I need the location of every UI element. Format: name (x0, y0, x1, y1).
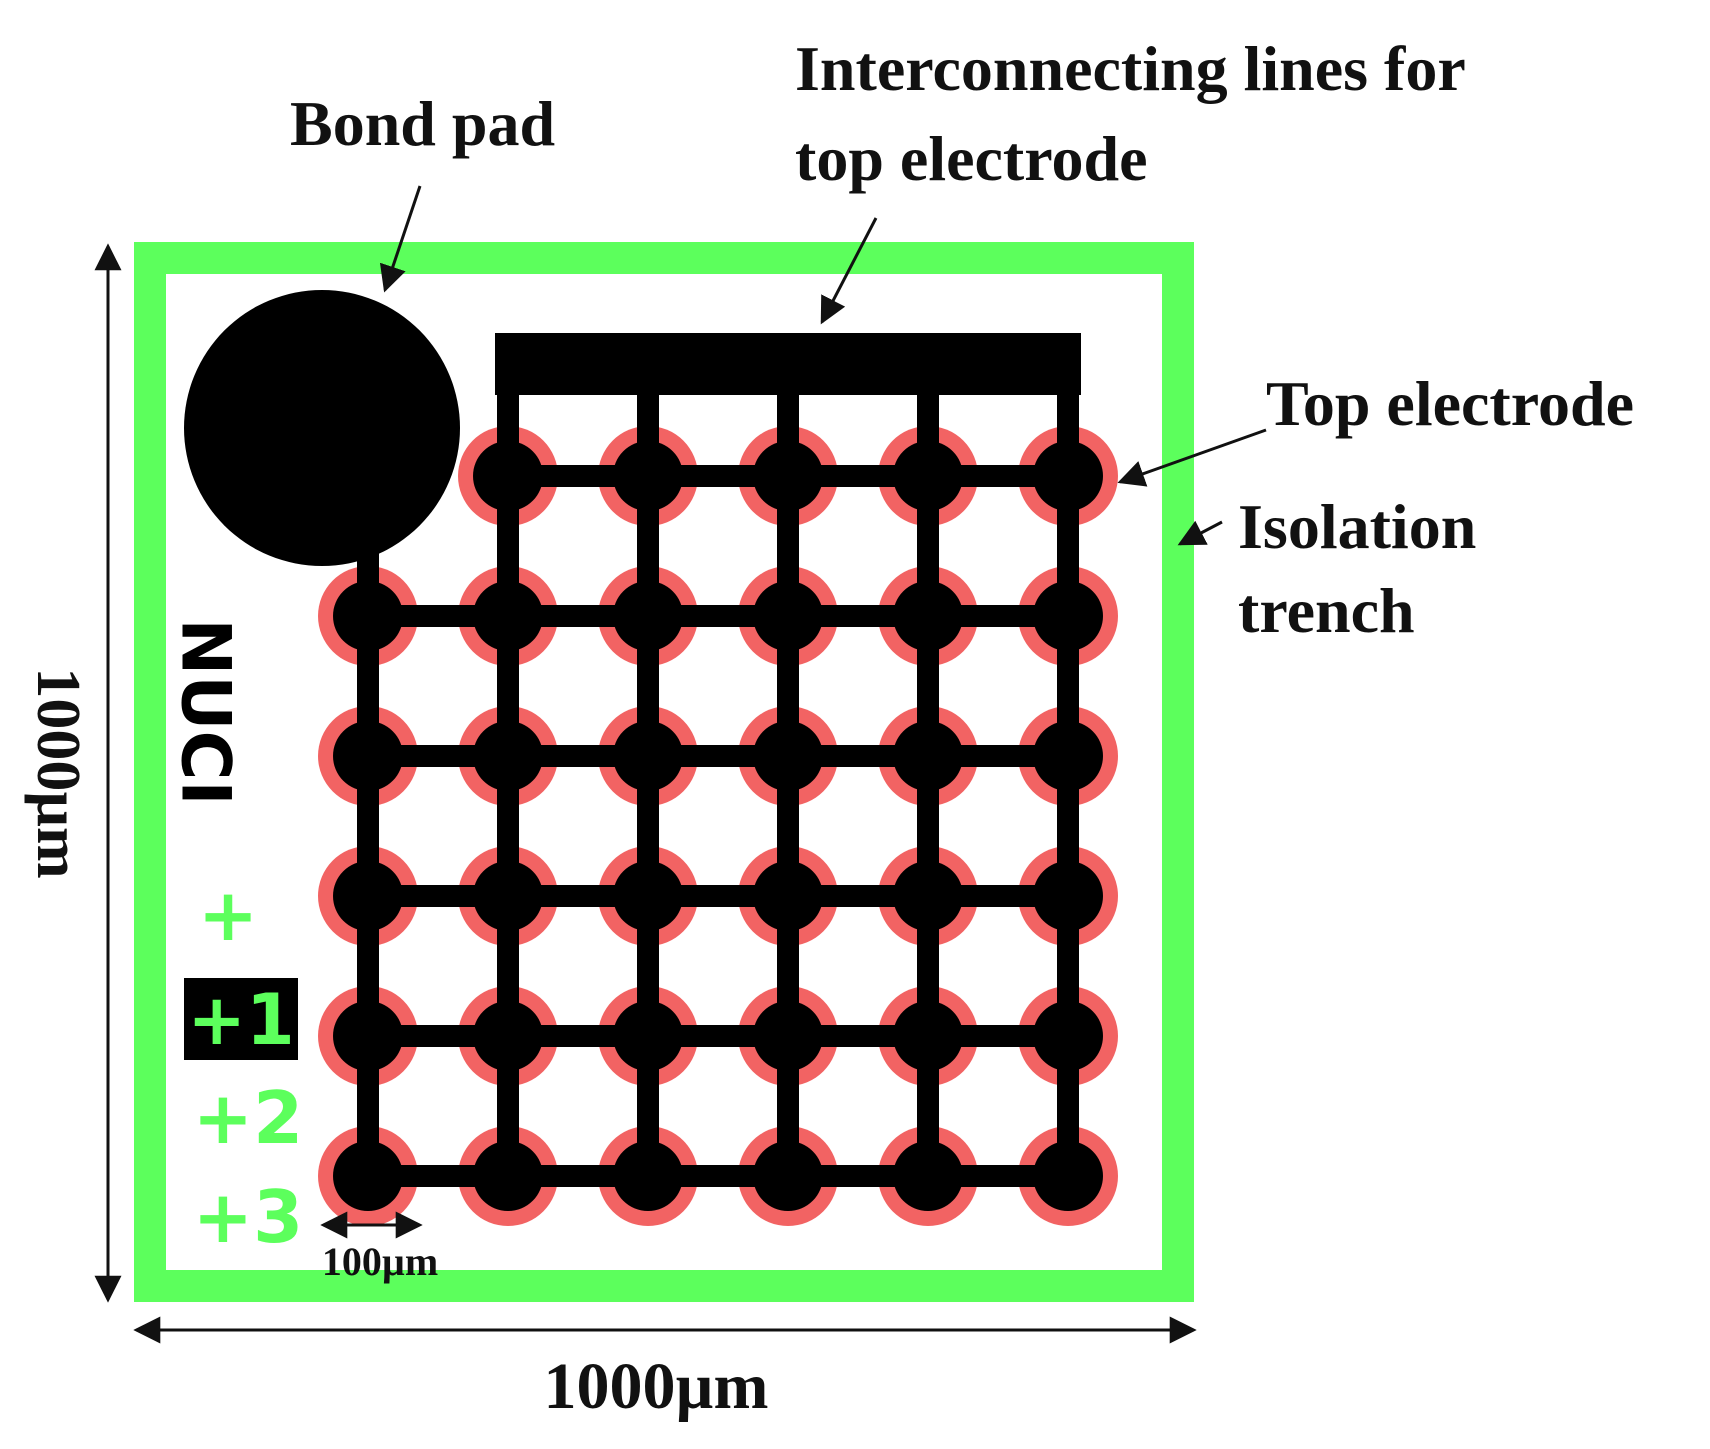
interconnect-pointer (820, 217, 878, 325)
top-electrode (893, 581, 963, 651)
top-electrode (473, 1001, 543, 1071)
top-electrode (753, 1141, 823, 1211)
isolation-trench-label-line2: trench (1238, 575, 1415, 646)
top-electrode (1033, 721, 1103, 791)
bond-pad-pointer (379, 185, 422, 293)
top-electrode (333, 1141, 403, 1211)
top-electrode (753, 861, 823, 931)
electrode-rings (318, 426, 1118, 1226)
pitch-dimension-label: 100µm (322, 1239, 438, 1284)
top-electrode (613, 861, 683, 931)
die-id-label: NUCI (166, 618, 245, 805)
bond-pad-label: Bond pad (290, 88, 555, 159)
top-electrode (753, 1001, 823, 1071)
top-electrode (473, 441, 543, 511)
top-electrode (1033, 861, 1103, 931)
interconnect-bus-bar (495, 333, 1081, 395)
top-electrode (1033, 581, 1103, 651)
top-electrode (1033, 1001, 1103, 1071)
top-electrode (333, 1001, 403, 1071)
top-electrode (333, 581, 403, 651)
top-electrode-pointer (1117, 428, 1267, 487)
interconnect-line-horizontal (368, 745, 1068, 767)
top-electrode (893, 441, 963, 511)
top-electrode (1033, 1141, 1103, 1211)
width-dimension-label: 1000µm (543, 1350, 768, 1423)
top-electrode (473, 1141, 543, 1211)
interconnect-label-line2: top electrode (795, 123, 1147, 194)
top-electrode (333, 721, 403, 791)
top-electrode (753, 721, 823, 791)
height-dimension-label: 1000µm (24, 667, 92, 878)
top-electrode (893, 721, 963, 791)
top-electrode (333, 861, 403, 931)
isolation-trench-pointer (1177, 520, 1223, 546)
top-electrode (613, 721, 683, 791)
alignment-mark-box (184, 978, 298, 1060)
interconnect-line-horizontal (368, 1165, 1068, 1187)
alignment-mark-2: +2 (193, 1076, 303, 1160)
top-electrode (893, 1141, 963, 1211)
top-electrode (753, 441, 823, 511)
top-electrode (473, 581, 543, 651)
electrode-cores (333, 441, 1103, 1211)
top-electrode (753, 581, 823, 651)
interconnect-line-horizontal (368, 1025, 1068, 1047)
alignment-mark-1: +1 (187, 979, 294, 1061)
top-electrode (473, 861, 543, 931)
top-electrode (613, 1001, 683, 1071)
interconnect-line-horizontal (368, 605, 1068, 627)
top-electrode (613, 441, 683, 511)
top-electrode (613, 1141, 683, 1211)
alignment-mark-plus: + (198, 873, 258, 957)
top-electrode (613, 581, 683, 651)
top-electrode (893, 1001, 963, 1071)
bond-pad (184, 290, 460, 566)
top-electrode-label: Top electrode (1266, 368, 1634, 439)
interconnect-label-line1: Interconnecting lines for (795, 33, 1466, 104)
isolation-trench (134, 242, 1194, 1302)
alignment-mark-3: +3 (193, 1175, 303, 1259)
top-electrode (473, 721, 543, 791)
top-electrode (1033, 441, 1103, 511)
top-electrode (893, 861, 963, 931)
interconnect-line-horizontal (368, 885, 1068, 907)
isolation-trench-label-line1: Isolation (1238, 491, 1476, 562)
